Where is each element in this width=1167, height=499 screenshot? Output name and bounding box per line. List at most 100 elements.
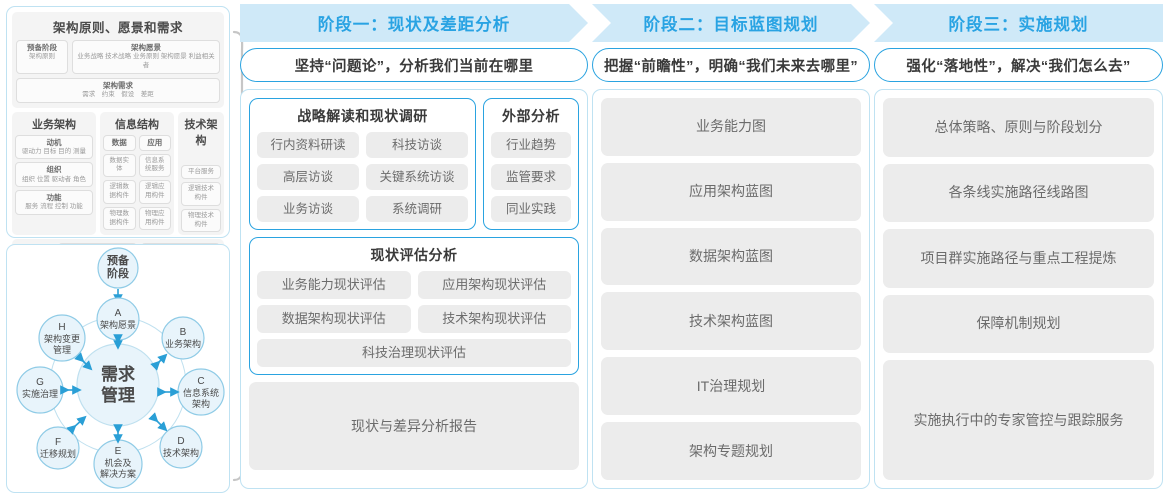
- tile-item[interactable]: 业务能力图: [601, 98, 861, 156]
- adm-node-b: [161, 316, 205, 360]
- group-title: 外部分析: [502, 108, 560, 124]
- svg-text:H: H: [58, 322, 65, 333]
- togaf-cell-is-service: 信息系统服务: [138, 153, 171, 178]
- cell-title: 物理应用构件: [145, 209, 165, 226]
- togaf-column-heading: 技术架构: [184, 118, 218, 147]
- tile-item[interactable]: 业务能力现状评估: [257, 271, 411, 299]
- svg-text:C: C: [197, 376, 204, 387]
- tile-item[interactable]: 同业实践: [491, 196, 571, 222]
- adm-node-d: [159, 425, 203, 469]
- tile-item[interactable]: 科技访谈: [366, 132, 468, 158]
- phase-3-body: 总体策略、原则与阶段划分 各条线实施路径线路图 项目群实施路径与重点工程提炼 保…: [874, 89, 1163, 489]
- group-title: 战略解读和现状调研: [297, 108, 428, 124]
- adm-node-preliminary: [97, 247, 139, 289]
- togaf-column-technology: 技术架构 平台服务 逻辑技术构件 物理技术构件: [178, 111, 224, 236]
- svg-text:D: D: [177, 436, 184, 447]
- tile-item[interactable]: 应用架构现状评估: [417, 271, 571, 299]
- togaf-column-heading: 业务架构: [32, 118, 76, 131]
- cell-title: 逻辑技术构件: [188, 185, 214, 202]
- svg-text:架构愿景: 架构愿景: [100, 319, 136, 330]
- phase-1-subtitle: 坚持“问题论”，分析我们当前在哪里: [240, 48, 588, 82]
- tile-item[interactable]: 科技治理现状评估: [257, 339, 571, 367]
- tile-item[interactable]: 行业趋势: [491, 132, 571, 158]
- togaf-cell-logical-app: 逻辑应用构件: [138, 180, 171, 204]
- tile-item[interactable]: 各条线实施路径线路图: [883, 163, 1154, 223]
- svg-text:机会及: 机会及: [104, 457, 131, 468]
- tile-item[interactable]: 总体策略、原则与阶段划分: [883, 98, 1154, 157]
- svg-text:F: F: [55, 437, 61, 448]
- svg-text:技术架构: 技术架构: [163, 447, 199, 458]
- togaf-box-title: 架构愿景: [131, 43, 161, 52]
- adm-node-h: [38, 314, 86, 362]
- svg-text:管理: 管理: [53, 344, 71, 355]
- togaf-box-title: 架构需求: [103, 80, 133, 90]
- tile-item[interactable]: 技术架构现状评估: [417, 305, 571, 333]
- tile-item[interactable]: 技术架构蓝图: [601, 292, 861, 351]
- svg-text:A: A: [115, 308, 122, 319]
- tile-item[interactable]: 实施执行中的专家管控与跟踪服务: [883, 360, 1154, 481]
- cell-sub: 驱动力 目标 目的 测量: [22, 147, 86, 155]
- togaf-content-framework-panel: 架构原则、愿景和需求 预备阶段 架构原则 架构愿景 业务战略 技术战略 业务原则…: [6, 6, 230, 283]
- togaf-subcolumn-application: 应用 信息系统服务 逻辑应用构件 物理应用构件: [138, 134, 171, 231]
- phase-1-chevron-header[interactable]: 阶段一：现状及差距分析: [240, 4, 588, 42]
- togaf-box-sub: 需求 约束 假设 差距: [82, 90, 154, 98]
- togaf-header-group: 架构原则、愿景和需求 预备阶段 架构原则 架构愿景 业务战略 技术战略 业务原则…: [12, 12, 224, 108]
- tile-item[interactable]: 架构专题规划: [601, 422, 861, 480]
- tile-item[interactable]: 关键系统访谈: [366, 164, 468, 190]
- tile-item[interactable]: 行内资料研读: [257, 132, 359, 158]
- tile-item[interactable]: IT治理规划: [601, 357, 861, 416]
- phase-3-subtitle: 强化“落地性”，解决“我们怎么去”: [874, 48, 1163, 82]
- phase-2-body: 业务能力图 应用架构蓝图 数据架构蓝图 技术架构蓝图 IT治理规划 架构专题规划: [592, 89, 870, 489]
- tile-item[interactable]: 保障机制规划: [883, 294, 1154, 354]
- svg-text:架构: 架构: [192, 398, 210, 409]
- tile-item[interactable]: 高层访谈: [257, 164, 359, 190]
- cell-title: 动机: [46, 137, 62, 147]
- phase-3-column: 阶段三：实施规划 强化“落地性”，解决“我们怎么去” 总体策略、原则与阶段划分 …: [874, 4, 1163, 496]
- togaf-column-heading: 信息结构: [115, 118, 159, 131]
- tile-item[interactable]: 监管要求: [491, 164, 571, 190]
- togaf-box-vision: 架构愿景 业务战略 技术战略 业务原则 架构愿景 利益相关者: [72, 40, 220, 74]
- togaf-subcolumn-data: 数据 数据实体 逻辑数据构件 物理数据构件: [103, 134, 136, 231]
- phase-2-chevron-header[interactable]: 阶段二：目标蓝图规划: [592, 4, 870, 42]
- phase-1-group-external: 外部分析 行业趋势 监管要求 同业实践: [483, 98, 579, 230]
- tile-item[interactable]: 项目群实施路径与重点工程提炼: [883, 229, 1154, 288]
- phase-1-report-tile[interactable]: 现状与差异分析报告: [249, 382, 579, 470]
- togaf-cell-physical-app: 物理应用构件: [138, 206, 171, 231]
- togaf-header-title: 架构原则、愿景和需求: [52, 21, 183, 35]
- togaf-column-information: 信息结构 数据 数据实体 逻辑数据构件 物理数据构件 应用 信息系统服务 逻辑应…: [100, 111, 174, 236]
- tile-item[interactable]: 应用架构蓝图: [601, 162, 861, 221]
- cell-title: 数据: [111, 137, 127, 147]
- togaf-cell-physical-data: 物理数据构件: [103, 206, 136, 231]
- group-title: 现状评估分析: [370, 247, 458, 263]
- togaf-cell-application: 应用: [138, 134, 171, 151]
- phase-1-group-strategy: 战略解读和现状调研 行内资料研读 科技访谈 高层访谈 关键系统访谈 业务访谈 系…: [249, 98, 476, 230]
- togaf-cell-data-entity: 数据实体: [103, 153, 136, 178]
- cell-title: 组织: [46, 165, 62, 175]
- tile-item[interactable]: 数据架构蓝图: [601, 227, 861, 286]
- cell-title: 物理技术构件: [188, 211, 214, 228]
- phase-1-column: 阶段一：现状及差距分析 坚持“问题论”，分析我们当前在哪里 战略解读和现状调研 …: [240, 4, 588, 496]
- tile-item[interactable]: 系统调研: [366, 196, 468, 222]
- phase-2-subtitle: 把握“前瞻性”，明确“我们未来去哪里”: [592, 48, 870, 82]
- togaf-column-business: 业务架构 动机 驱动力 目标 目的 测量 组织 组织 位置 驱动者 角色 功能: [12, 111, 96, 236]
- tile-item[interactable]: 数据架构现状评估: [257, 305, 411, 333]
- cell-title: 信息系统服务: [145, 156, 165, 173]
- togaf-cell-logical-data: 逻辑数据构件: [103, 180, 136, 204]
- svg-text:E: E: [115, 446, 122, 457]
- phases-container: 阶段一：现状及差距分析 坚持“问题论”，分析我们当前在哪里 战略解读和现状调研 …: [240, 4, 1163, 496]
- adm-center-line2: 管理: [101, 385, 135, 405]
- togaf-box-requirements: 架构需求 需求 约束 假设 差距: [16, 77, 220, 103]
- svg-text:阶段: 阶段: [107, 266, 129, 280]
- phase-3-chevron-header[interactable]: 阶段三：实施规划: [874, 4, 1163, 42]
- phase-1-top-row: 战略解读和现状调研 行内资料研读 科技访谈 高层访谈 关键系统访谈 业务访谈 系…: [249, 98, 579, 230]
- cell-sub: 组织 位置 驱动者 角色: [22, 175, 86, 183]
- tile-item[interactable]: 业务访谈: [257, 196, 359, 222]
- adm-cycle-diagram: 需求 管理 预备 阶段 A 架构愿景 B 业务架构: [16, 247, 225, 489]
- cell-title: 物理数据构件: [109, 209, 130, 226]
- phase-1-group-assessment: 现状评估分析 业务能力现状评估 应用架构现状评估 数据架构现状评估 技术架构现状…: [249, 237, 579, 375]
- svg-text:G: G: [36, 377, 44, 388]
- cell-title: 逻辑数据构件: [109, 183, 130, 199]
- togaf-cell-data: 数据: [103, 134, 136, 151]
- cell-sub: 服务 流程 控制 功能: [25, 203, 83, 211]
